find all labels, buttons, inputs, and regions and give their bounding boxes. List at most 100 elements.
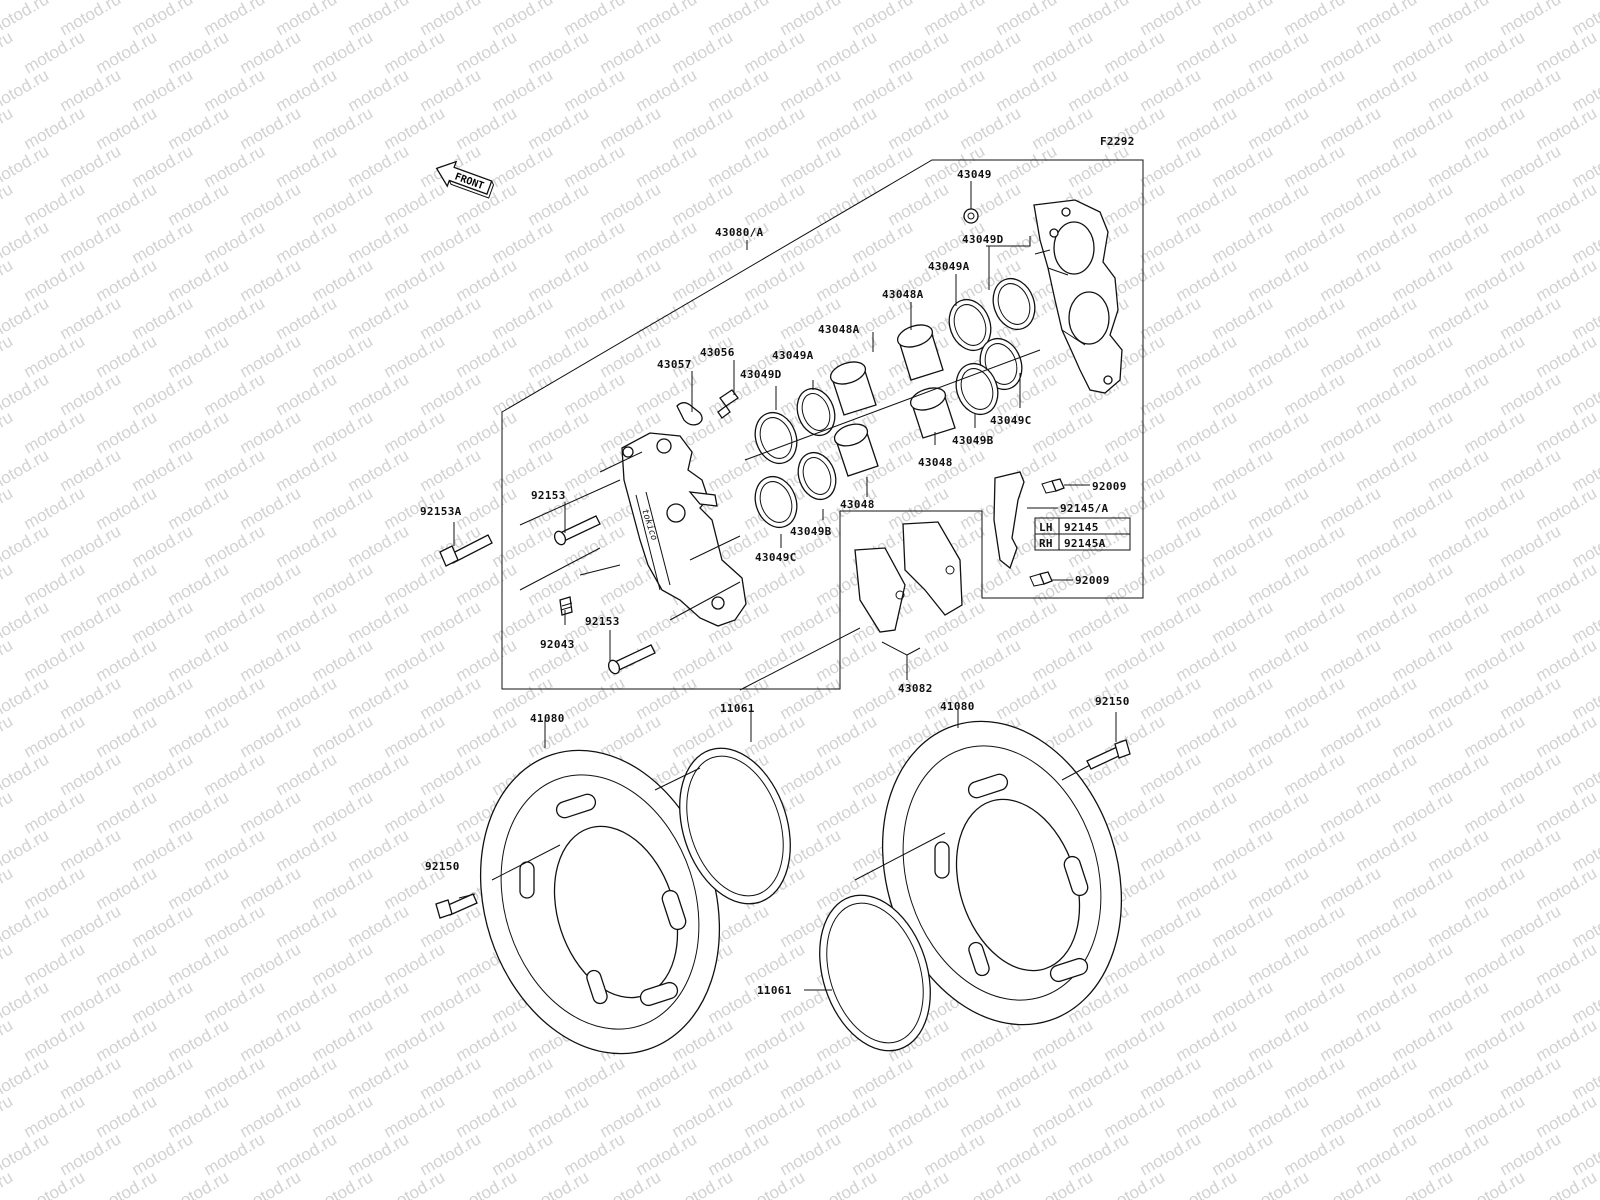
label-43048-left: 43048 bbox=[840, 498, 875, 511]
watermark-text: motod.ru bbox=[309, 1167, 377, 1200]
watermark-text: motod.ru bbox=[1533, 27, 1600, 77]
watermark-text: motod.ru bbox=[1029, 1167, 1097, 1200]
watermark-text: motod.ru bbox=[309, 255, 377, 305]
watermark-text: motod.ru bbox=[741, 255, 809, 305]
watermark-text: motod.ru bbox=[309, 331, 377, 381]
watermark-text: motod.ru bbox=[1389, 1091, 1457, 1141]
watermark-text: motod.ru bbox=[165, 179, 233, 229]
watermark-text: motod.ru bbox=[525, 559, 593, 609]
watermark-text: motod.ru bbox=[1461, 255, 1529, 305]
watermark-text: motod.ru bbox=[525, 331, 593, 381]
watermark-text: motod.ru bbox=[1533, 483, 1600, 533]
watermark-text: motod.ru bbox=[237, 559, 305, 609]
watermark-text: motod.ru bbox=[1425, 293, 1493, 343]
watermark-text: motod.ru bbox=[93, 179, 161, 229]
watermark-text: motod.ru bbox=[1065, 1129, 1133, 1179]
seal-43049a-left-icon bbox=[796, 387, 836, 437]
brake-disc-right-icon bbox=[881, 720, 1123, 1026]
watermark-text: motod.ru bbox=[237, 635, 305, 685]
part-labels: 43080/A 43049 43049D 43049A 43048A 43049… bbox=[420, 168, 1129, 997]
seal-43049d-left-icon bbox=[754, 411, 798, 465]
watermark-text: motod.ru bbox=[741, 1167, 809, 1200]
watermark-text: motod.ru bbox=[201, 901, 269, 951]
watermark-text: motod.ru bbox=[309, 483, 377, 533]
watermark-text: motod.ru bbox=[237, 255, 305, 305]
watermark-text: motod.ru bbox=[561, 217, 629, 267]
watermark-text: motod.ru bbox=[309, 635, 377, 685]
watermark-text: motod.ru bbox=[345, 65, 413, 115]
watermark-text: motod.ru bbox=[1533, 863, 1600, 913]
watermark-text: motod.ru bbox=[237, 331, 305, 381]
watermark-text: motod.ru bbox=[93, 559, 161, 609]
watermark-text: motod.ru bbox=[1533, 559, 1600, 609]
watermark-text: motod.ru bbox=[741, 559, 809, 609]
watermark-text: motod.ru bbox=[1533, 635, 1600, 685]
watermark-text: motod.ru bbox=[381, 787, 449, 837]
watermark-text: motod.ru bbox=[885, 1091, 953, 1141]
watermark-text: motod.ru bbox=[1173, 863, 1241, 913]
watermark-text: motod.ru bbox=[381, 1167, 449, 1200]
watermark-text: motod.ru bbox=[1425, 977, 1493, 1027]
watermark-text: motod.ru bbox=[201, 521, 269, 571]
label-43049d-right: 43049D bbox=[962, 233, 1004, 246]
watermark-text: motod.ru bbox=[1497, 673, 1565, 723]
watermark-text: motod.ru bbox=[0, 559, 16, 609]
watermark-text: motod.ru bbox=[1101, 787, 1169, 837]
watermark-text: motod.ru bbox=[813, 255, 881, 305]
watermark-text: motod.ru bbox=[165, 27, 233, 77]
watermark-text: motod.ru bbox=[1317, 939, 1385, 989]
watermark-text: motod.ru bbox=[381, 635, 449, 685]
watermark-text: motod.ru bbox=[453, 711, 521, 761]
watermark-text: motod.ru bbox=[165, 711, 233, 761]
watermark-text: motod.ru bbox=[561, 1129, 629, 1179]
watermark-text: motod.ru bbox=[1245, 939, 1313, 989]
watermark-text: motod.ru bbox=[93, 1167, 161, 1200]
piston-43048a-right-icon bbox=[896, 324, 944, 381]
watermark-text: motod.ru bbox=[1425, 521, 1493, 571]
watermark-text: motod.ru bbox=[1101, 1015, 1169, 1065]
watermark-text: motod.ru bbox=[129, 293, 197, 343]
watermark-text: motod.ru bbox=[1533, 179, 1600, 229]
watermark-text: motod.ru bbox=[93, 255, 161, 305]
watermark-text: motod.ru bbox=[1425, 1053, 1493, 1103]
watermark-text: motod.ru bbox=[165, 863, 233, 913]
watermark-text: motod.ru bbox=[1317, 635, 1385, 685]
watermark-text: motod.ru bbox=[1137, 597, 1205, 647]
watermark-text: motod.ru bbox=[1245, 483, 1313, 533]
watermark-text: motod.ru bbox=[57, 1129, 125, 1179]
watermark-text: motod.ru bbox=[1425, 673, 1493, 723]
watermark-text: motod.ru bbox=[1209, 1129, 1277, 1179]
watermark-text: motod.ru bbox=[93, 331, 161, 381]
watermark-text: motod.ru bbox=[381, 1091, 449, 1141]
watermark-text: motod.ru bbox=[1137, 217, 1205, 267]
seal-43049-icon bbox=[963, 208, 979, 224]
watermark-text: motod.ru bbox=[273, 977, 341, 1027]
watermark-text: motod.ru bbox=[345, 597, 413, 647]
watermark-text: motod.ru bbox=[1389, 255, 1457, 305]
watermark-text: motod.ru bbox=[21, 1091, 89, 1141]
watermark-text: motod.ru bbox=[921, 445, 989, 495]
watermark-text: motod.ru bbox=[453, 483, 521, 533]
watermark-text: motod.ru bbox=[741, 1091, 809, 1141]
watermark-text: motod.ru bbox=[1425, 65, 1493, 115]
watermark-text: motod.ru bbox=[57, 65, 125, 115]
bolt-92150-right-icon bbox=[1086, 739, 1131, 770]
watermark-text: motod.ru bbox=[345, 293, 413, 343]
leader-lines bbox=[453, 181, 1117, 991]
watermark-text: motod.ru bbox=[849, 141, 917, 191]
watermark-text: motod.ru bbox=[21, 179, 89, 229]
label-43048a-left: 43048A bbox=[818, 323, 860, 336]
watermark-text: motod.ru bbox=[309, 863, 377, 913]
watermark-text: motod.ru bbox=[849, 1053, 917, 1103]
watermark-text: motod.ru bbox=[129, 749, 197, 799]
watermark-text: motod.ru bbox=[597, 331, 665, 381]
watermark-text: motod.ru bbox=[57, 977, 125, 1027]
label-92043: 92043 bbox=[540, 638, 575, 651]
watermark-text: motod.ru bbox=[0, 1015, 16, 1065]
watermark-text: motod.ru bbox=[273, 749, 341, 799]
watermark-text: motod.ru bbox=[1137, 521, 1205, 571]
bolt-92153-lower-icon bbox=[607, 644, 656, 675]
watermark-text: motod.ru bbox=[777, 1129, 845, 1179]
watermark-text: motod.ru bbox=[1497, 217, 1565, 267]
watermark-text: motod.ru bbox=[237, 711, 305, 761]
